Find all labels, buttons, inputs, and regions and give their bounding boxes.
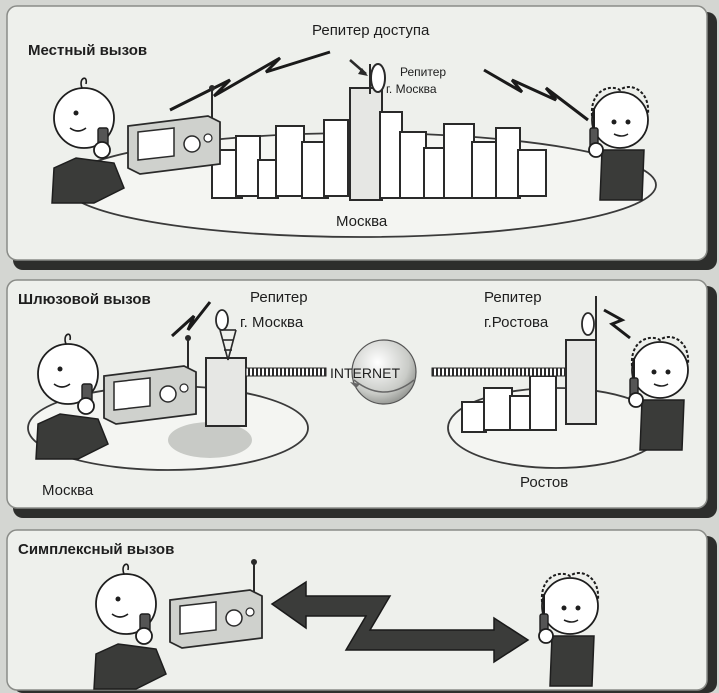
right-dish-icon [581, 312, 595, 336]
cable-right [431, 367, 567, 377]
label-city-left: Москва [42, 482, 94, 499]
radio-wave-left [169, 50, 331, 112]
title-simplex-call: Симплексный вызов [18, 541, 174, 558]
simplex-arrow-icon [270, 580, 530, 664]
title-local-call: Местный вызов [28, 42, 147, 59]
left-dish-icon [215, 309, 229, 331]
lattice-tower-icon [219, 329, 237, 361]
label-repeater-city: г. Москва [386, 82, 437, 96]
label-internet: INTERNET [330, 365, 400, 381]
panel-gateway-call: Шлюзовой вызов Репитер г. Москва Репитер… [6, 279, 717, 518]
radio-wave-gateway-right [603, 308, 631, 340]
title-gateway-call: Шлюзовой вызов [18, 291, 151, 308]
repeater-building-rostov [565, 339, 597, 425]
label-city-moscow: Москва [336, 213, 388, 230]
radio-wave-right [483, 68, 589, 122]
label-repeater: Репитер [400, 65, 446, 79]
repeater-antenna-icon [349, 59, 386, 94]
panel-simplex-call: Симплексный вызов [6, 529, 717, 693]
label-access-repeater: Репитер доступа [312, 22, 430, 39]
cable-left [245, 367, 327, 377]
label-city-right: Ростов [520, 474, 568, 491]
tower-shadow [168, 422, 252, 458]
label-repeater-right: Репитер [484, 289, 542, 306]
label-repeater-left-city: г. Москва [240, 314, 304, 331]
access-repeater-tower [349, 87, 383, 201]
panel-local-call: Местный вызов Репитер доступа Репитер г.… [6, 5, 717, 270]
radio-wave-gateway-left [170, 301, 212, 338]
repeater-building-moscow [205, 357, 247, 427]
label-repeater-right-city: г.Ростова [484, 314, 549, 331]
city-skyline-moscow [211, 87, 547, 201]
label-repeater-left: Репитер [250, 289, 308, 306]
